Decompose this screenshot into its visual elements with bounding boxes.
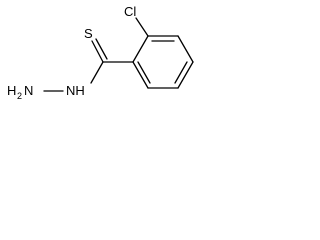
chlorine-label: Cl [124,4,136,19]
amine-group-prefix: H [7,83,16,98]
ring-bond-bottom-right [177,61,194,89]
benzene-ring [132,35,194,89]
thiocarbonyl-bond-1 [91,40,104,63]
ring-double-bond-left [137,61,151,84]
ring-bond-top-right [177,35,194,63]
amine-group-suffix: N [24,83,33,98]
ring-double-bond-right [174,61,188,84]
sulfur-label: S [84,26,93,41]
chemical-structure: Cl S NH H 2 N [7,4,194,101]
ring-bond-bottom-left [132,61,149,89]
amine-group-label: H 2 N [7,83,33,101]
thiocarbonyl-bond-2 [95,38,108,60]
amine-group-subscript: 2 [17,91,22,101]
carbon-to-nitrogen-bond [90,61,104,84]
chlorine-bond [135,17,149,37]
amine-label: NH [66,83,85,98]
ring-bond-top-left [132,35,149,63]
